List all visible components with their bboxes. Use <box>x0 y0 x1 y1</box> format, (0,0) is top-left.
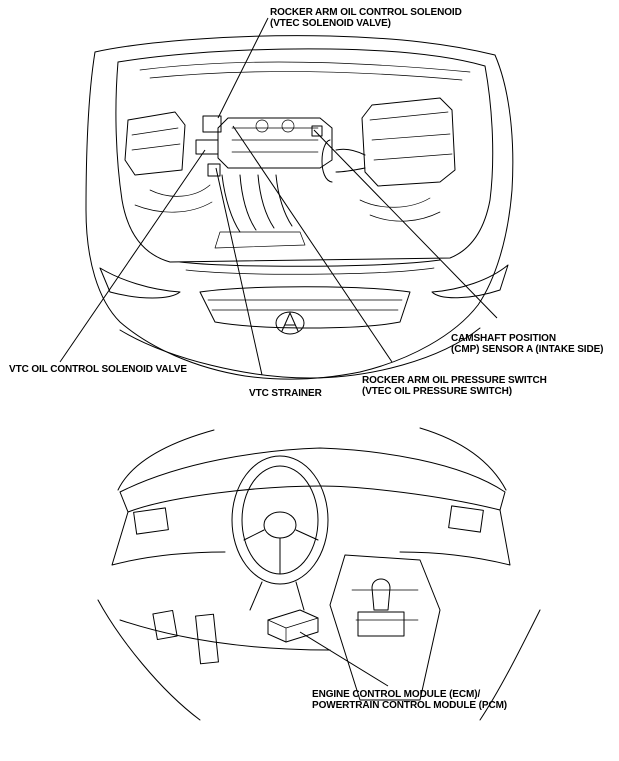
rocker-arm-oil-pressure-switch-label: ROCKER ARM OIL PRESSURE SWITCH (VTEC OIL… <box>362 375 547 397</box>
vtc-strainer-label: VTC STRAINER <box>249 388 322 399</box>
camshaft-position-sensor-label: CAMSHAFT POSITION (CMP) SENSOR A (INTAKE… <box>451 333 604 355</box>
vtc-oil-control-solenoid-valve-label: VTC OIL CONTROL SOLENOID VALVE <box>9 364 187 375</box>
rocker-arm-oil-control-solenoid-label: ROCKER ARM OIL CONTROL SOLENOID (VTEC SO… <box>270 7 462 29</box>
ecm-pcm-label: ENGINE CONTROL MODULE (ECM)/ POWERTRAIN … <box>312 689 508 711</box>
